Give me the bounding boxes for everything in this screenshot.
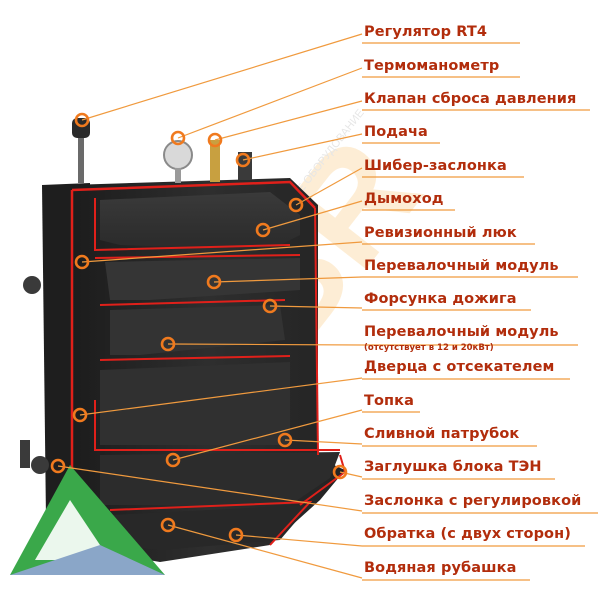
marker-heater-plug [332,464,348,480]
marker-drain-pipe [277,432,293,448]
marker-regulator [74,112,90,128]
label-afterburn-nozzle: Форсунка дожига [364,291,517,307]
marker-adjustable-damper [50,458,66,474]
label-pressure-relief-valve: Клапан сброса давления [364,91,577,107]
label-thermomanometer: Термоманометр [364,58,500,74]
label-chimney: Дымоход [364,191,444,207]
marker-transfer-module-1 [206,274,222,290]
marker-door [72,407,88,423]
marker-return [228,527,244,543]
label-inspection-hatch: Ревизионный люк [364,225,517,241]
label-firebox: Топка [364,393,414,409]
label-regulator: Регулятор RT4 [364,24,488,40]
marker-damper [288,197,304,213]
label-return-line: Обратка (с двух сторон) [364,526,571,542]
marker-water-jacket [160,517,176,533]
marker-inspection-hatch [74,254,90,270]
label-heater-block-plug: Заглушка блока ТЭН [364,459,542,475]
label-underlines [362,42,598,581]
marker-relief-valve [207,132,223,148]
marker-chimney [255,222,271,238]
label-damper: Шибер-заслонка [364,158,507,174]
label-water-jacket: Водяная рубашка [364,560,517,576]
boiler-body [20,118,347,562]
label-adjustable-damper: Заслонка с регулировкой [364,493,582,509]
logo-mark [10,465,165,575]
label-transfer-module-2: Перевалочный модуль [364,324,559,340]
label-drain-pipe: Сливной патрубок [364,426,520,442]
label-door-with-cutoff: Дверца с отсекателем [364,359,555,375]
marker-firebox [165,452,181,468]
label-transfer-module-2-note: (отсутствует в 12 и 20кВт) [364,343,494,353]
marker-transfer-module-2 [160,336,176,352]
label-transfer-module-1: Перевалочный модуль [364,258,559,274]
marker-thermomanometer [170,130,186,146]
leader-lines [57,33,363,579]
marker-supply [235,152,251,168]
marker-afterburn-nozzle [262,298,278,314]
label-supply: Подача [364,124,428,140]
callout-markers [50,112,348,543]
